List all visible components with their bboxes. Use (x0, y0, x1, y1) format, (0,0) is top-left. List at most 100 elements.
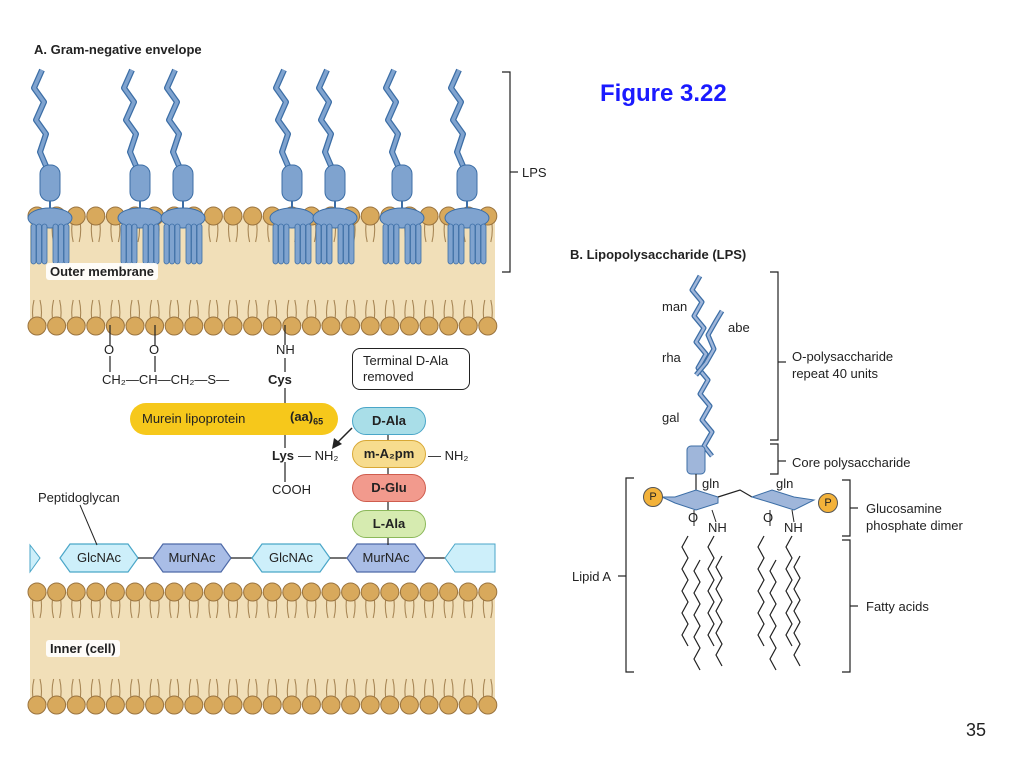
o-label-b1: O (688, 510, 699, 525)
lipid-head (439, 316, 459, 336)
lipid-head (184, 695, 204, 715)
sugar-gal: gal (662, 410, 680, 425)
lps-fatty-acid (404, 223, 411, 265)
fatty-acid-chain (785, 535, 793, 647)
lipid-head (419, 695, 439, 715)
lps-fatty-acid (196, 223, 203, 265)
lps-fatty-acid (272, 223, 279, 265)
glycan-unit-label: MurNAc (169, 550, 216, 565)
peptidoglycan-label: Peptidoglycan (38, 490, 120, 505)
a2pm-nh2-label: — NH₂ (428, 448, 469, 463)
lipid-head (458, 695, 478, 715)
lipid-head (86, 695, 106, 715)
lps-fatty-acid (185, 223, 192, 265)
lipid-head (66, 695, 86, 715)
lipid-head (478, 695, 498, 715)
lipid-head (341, 582, 361, 602)
glycan-end-left (29, 543, 41, 574)
glucosamine-line-2: phosphate dimer (866, 518, 963, 533)
lps-fatty-acid (174, 223, 181, 265)
lipid-head (47, 582, 67, 602)
lipid-head (223, 206, 243, 226)
lipid-head (164, 582, 184, 602)
lps-fatty-acid (410, 223, 416, 265)
lps-core (456, 164, 478, 202)
glucosamine-ring-2 (750, 489, 816, 511)
lps-fatty-acid (343, 223, 349, 265)
lps-chain-fill (317, 69, 333, 167)
lys-label: Lys (272, 448, 294, 463)
cys-label: Cys (268, 372, 292, 387)
lipid-head (203, 582, 223, 602)
lps-fatty-acid (305, 223, 312, 265)
aa-label: (aa)65 (290, 409, 324, 427)
lipid-head (419, 582, 439, 602)
sugar-rha: rha (662, 350, 681, 365)
lipid-head (458, 582, 478, 602)
lipid-head (439, 695, 459, 715)
lipid-head (47, 695, 67, 715)
lipid-head (203, 316, 223, 336)
lipid-head (47, 316, 67, 336)
lps-fatty-acid (415, 223, 422, 265)
lps-core (324, 164, 346, 202)
lipid-head (125, 582, 145, 602)
nh-label: NH (276, 342, 295, 357)
lipid-head (125, 316, 145, 336)
lipid-head (262, 582, 282, 602)
lps-fatty-acid (148, 223, 154, 265)
lps-chain-fill (449, 69, 465, 167)
lps-fatty-acid (480, 223, 487, 265)
lipid-head (380, 695, 400, 715)
lipid-head (243, 206, 263, 226)
lps-core (281, 164, 303, 202)
fatty-acid-chain (769, 559, 777, 671)
nh-label-b2: NH (784, 520, 803, 535)
lps-fatty-acid (131, 223, 138, 265)
lipid-head (341, 695, 361, 715)
figure-title: Figure 3.22 (600, 80, 727, 107)
lys-nh2-label: — NH₂ (298, 448, 339, 463)
lps-fatty-acid (393, 223, 400, 265)
lps-fatty-acid (453, 223, 459, 265)
lipid-head (184, 316, 204, 336)
lipid-head (301, 695, 321, 715)
lipid-head (223, 582, 243, 602)
lps-chain-fill (122, 69, 138, 167)
lps-fatty-acid (126, 223, 132, 265)
lps-fatty-acid (169, 223, 175, 265)
murein-lipoprotein-label: Murein lipoprotein (142, 411, 246, 426)
lps-core (391, 164, 413, 202)
lipid-head (243, 695, 263, 715)
lps-chain-fill (384, 69, 400, 167)
oxygen-label-1: O (104, 342, 115, 357)
lps-fatty-acid (283, 223, 290, 265)
phosphate-left: P (643, 487, 663, 507)
lps-fatty-acid (120, 223, 127, 265)
lps-fatty-acid (142, 223, 149, 265)
lps-fatty-acid (337, 223, 344, 265)
lps-molecule-detail (661, 274, 816, 671)
fatty-acid-chain (715, 555, 723, 667)
fatty-acid-chain (793, 555, 801, 667)
o-polysaccharide-label: O-polysaccharide repeat 40 units (792, 348, 893, 382)
glycan-end-right (444, 543, 496, 573)
lipid-head (478, 316, 498, 336)
lipid-head (282, 695, 302, 715)
glycan-unit-label: MurNAc (363, 550, 410, 565)
lipid-head (86, 316, 106, 336)
lps-fatty-acid (388, 223, 394, 265)
lipid-head (27, 316, 47, 336)
lps-fatty-acid (382, 223, 389, 265)
lipid-head (66, 316, 86, 336)
lipid-head (243, 582, 263, 602)
lps-fatty-acid (475, 223, 481, 265)
lipid-head (360, 582, 380, 602)
lipid-head (360, 316, 380, 336)
lipid-head (86, 582, 106, 602)
outer-membrane-label: Outer membrane (46, 263, 159, 280)
lps-chain-fill (32, 69, 48, 167)
fatty-acid-chain (707, 535, 715, 647)
lipid-head (145, 582, 165, 602)
